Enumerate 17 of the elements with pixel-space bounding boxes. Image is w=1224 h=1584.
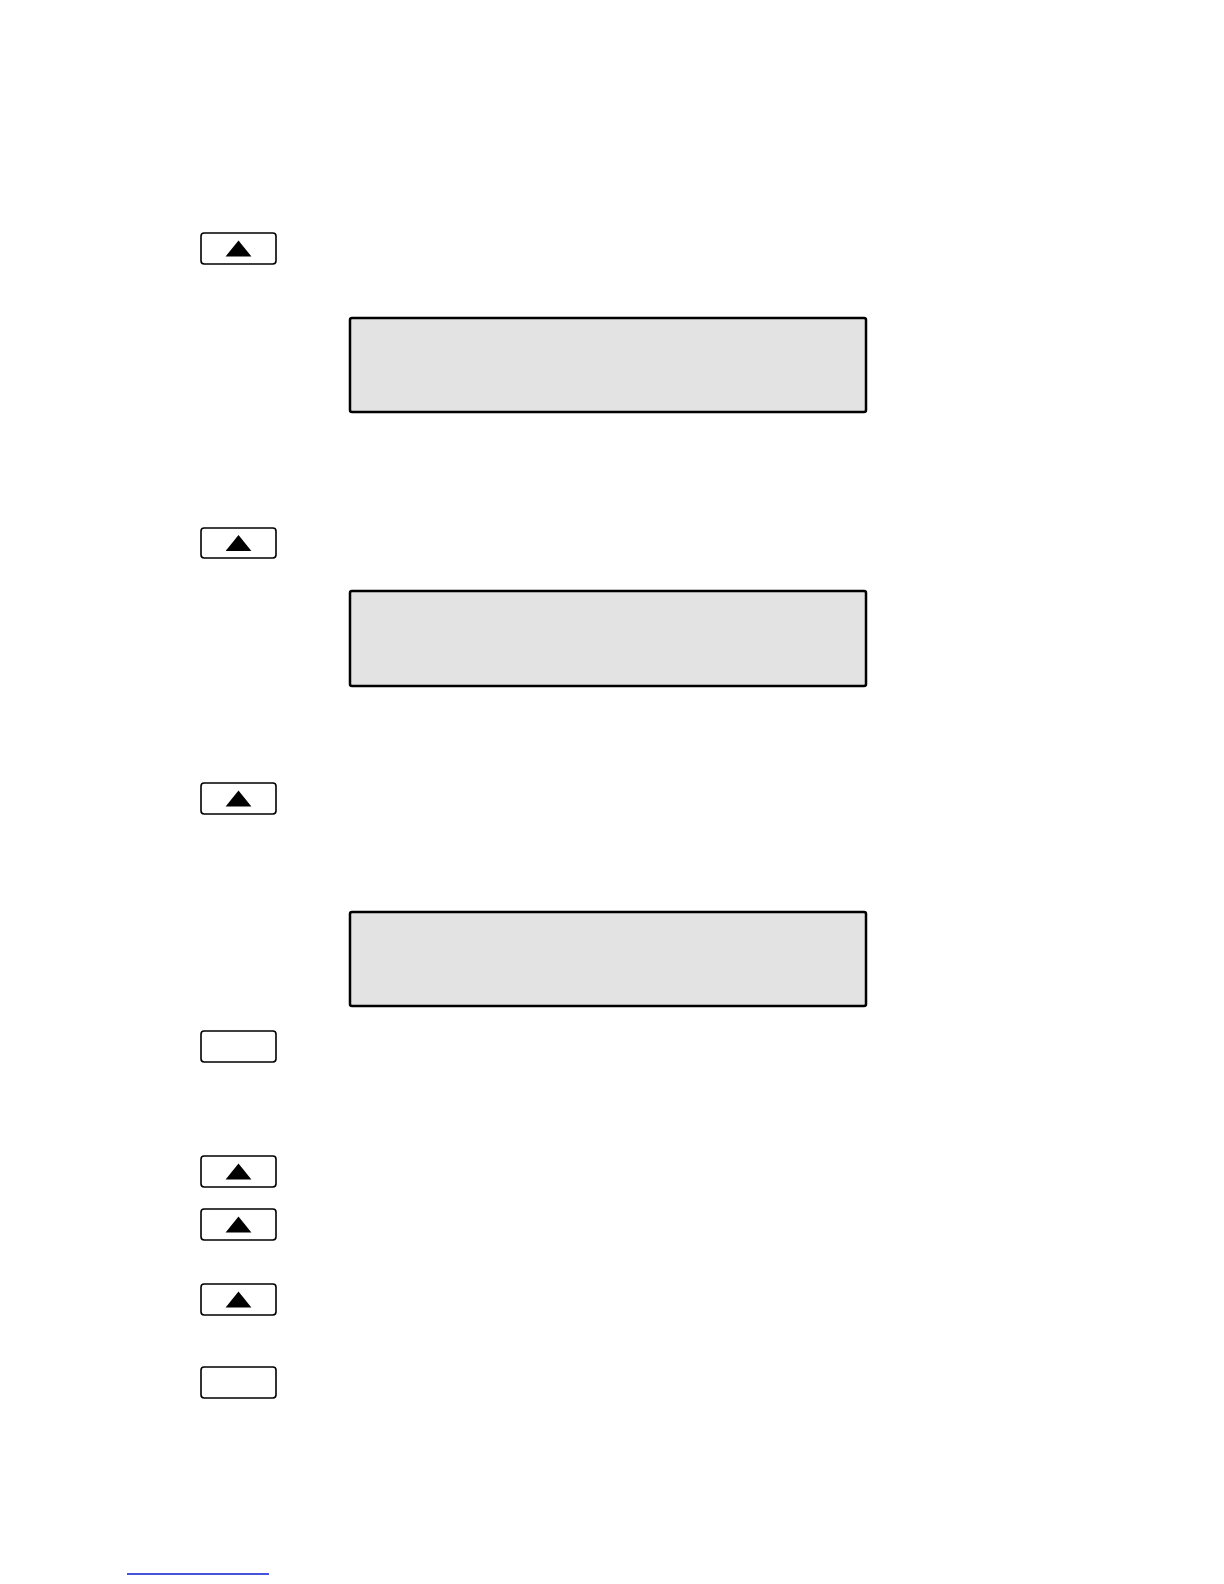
- up-triangle-icon: [225, 1291, 252, 1308]
- display-panel: [348, 316, 868, 414]
- button: [200, 782, 277, 815]
- button: [200, 232, 277, 265]
- up-triangle-icon: [225, 535, 252, 551]
- button: [200, 1283, 277, 1316]
- button: [200, 1155, 277, 1188]
- up-triangle-icon: [225, 240, 252, 257]
- button: [200, 1030, 277, 1063]
- button: [200, 527, 277, 559]
- button: [200, 1366, 277, 1399]
- up-triangle-icon: [225, 1163, 252, 1180]
- button: [200, 1208, 277, 1241]
- display-panel: [348, 910, 868, 1008]
- up-triangle-icon: [225, 1216, 252, 1233]
- display-panel: [348, 589, 868, 688]
- up-triangle-icon: [225, 790, 252, 807]
